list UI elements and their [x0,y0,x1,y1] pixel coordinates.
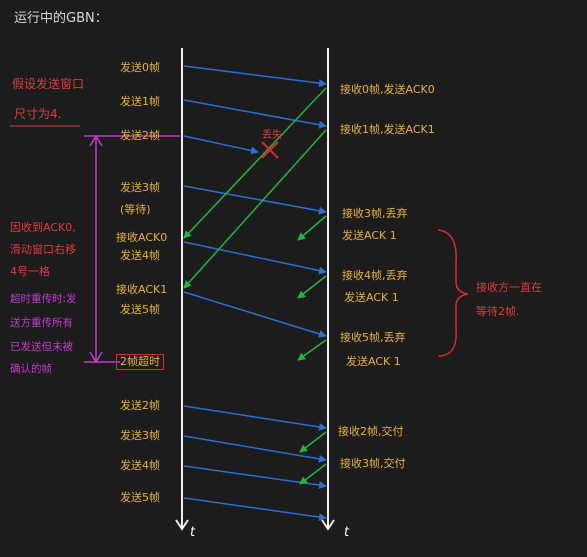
receiver-time-label: t [344,525,350,540]
sender-send-frame4: 发送4帧 [120,249,160,262]
resend-frame2-arrow [183,405,327,431]
sender-resend-frame3: 发送3帧 [120,429,160,442]
ack1-arrow [183,129,327,289]
receiver-recv-frame5: 接收5帧,丢弃 [340,331,406,344]
timeout-note-line3: 已发送但未被 [10,341,73,353]
frame4-arrow [183,241,327,275]
ack0-arrow [183,87,327,239]
receiver-send-ack1-c: 发送ACK 1 [346,355,401,368]
resend-frame4-arrow [183,465,327,489]
lost-label: 丢失 [262,130,282,141]
ack-after-resend-arrow [299,431,327,453]
sender-recv-ack0: 接收ACK0 [116,231,168,244]
ack1-dup3-arrow [297,339,327,361]
resend-frame5-arrow [183,497,327,521]
lost-x-mark-2 [261,141,279,159]
frame2-lost-arrow [183,135,259,155]
sender-frame2-timeout: 2帧超时 [116,354,164,371]
frame1-arrow [183,99,327,129]
window-slide-note-line2: 滑动窗口右移 [10,243,76,256]
sender-send-frame2: 发送2帧 [120,129,160,142]
sender-send-frame1: 发送1帧 [120,95,160,108]
receiver-wait-note-line2: 等待2帧. [476,305,520,318]
timeout-interval-arrow-up [89,134,103,147]
window-slide-note-line3: 4号一格 [10,265,50,278]
receiver-recv-frame0: 接收0帧,发送ACK0 [340,83,435,96]
sender-waiting: (等待) [120,203,151,216]
timeout-note-line1: 超时重传时:发 [10,293,77,305]
receiver-recv-frame3-deliver: 接收3帧,交付 [340,457,406,470]
receiver-wait-note-line1: 接收方一直在 [476,281,542,294]
timeout-note-line2: 送方重传所有 [10,317,73,329]
sender-send-frame3: 发送3帧 [120,181,160,194]
ack1-dup1-arrow [297,215,327,241]
frame3-arrow [183,185,327,215]
sender-resend-frame2: 发送2帧 [120,399,160,412]
window-slide-note-line1: 因收到ACK0, [10,221,76,234]
receiver-wait-brace [437,229,469,357]
resend-frame3-arrow [183,435,327,463]
sender-timeline-arrowhead [175,519,189,531]
sender-resend-frame4: 发送4帧 [120,459,160,472]
receiver-recv-frame1: 接收1帧,发送ACK1 [340,123,435,136]
sender-time-label: t [190,525,196,540]
receiver-timeline-arrowhead [321,519,335,531]
page-title: 运行中的GBN： [14,11,108,26]
ack1-dup2-arrow [297,275,327,299]
receiver-recv-frame4: 接收4帧,丢弃 [342,269,408,282]
frame5-arrow [183,291,327,338]
window-size-assumption-line2: 尺寸为4. [14,107,62,121]
sender-resend-frame5: 发送5帧 [120,491,160,504]
sender-recv-ack1: 接收ACK1 [116,283,168,296]
frame0-arrow [183,65,327,88]
receiver-recv-frame2-deliver: 接收2帧,交付 [338,425,404,438]
sender-send-frame5: 发送5帧 [120,303,160,316]
window-size-assumption-line1: 假设发送窗口 [12,77,85,91]
receiver-send-ack1-a: 发送ACK 1 [342,229,397,242]
receiver-send-ack1-b: 发送ACK 1 [344,291,399,304]
timeout-note-line4: 确认的帧 [10,363,52,375]
sender-send-frame0: 发送0帧 [120,61,160,74]
timeout-interval-arrow-down [89,351,103,364]
ack-after-resend2-arrow [299,463,327,485]
receiver-recv-frame3: 接收3帧,丢弃 [342,207,408,220]
